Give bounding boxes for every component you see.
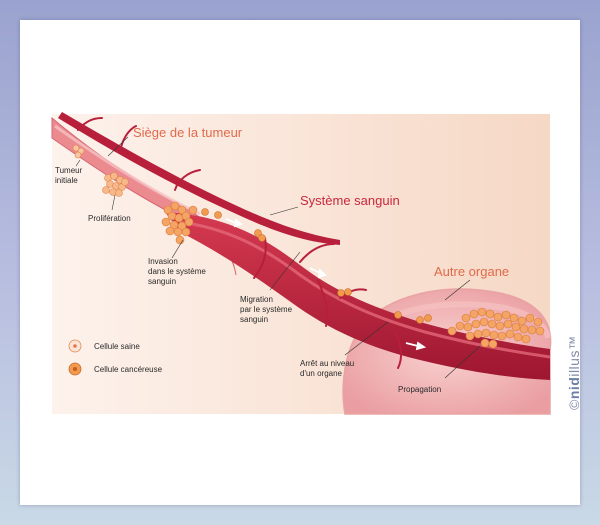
invasion-label-3: sanguin (148, 277, 176, 286)
invasion-label-1: Invasion (148, 257, 178, 266)
arrest-label-1: Arrêt au niveau (300, 359, 354, 368)
other-organ-title: Autre organe (434, 264, 509, 279)
arrest-label-2: d'un organe (300, 369, 343, 378)
initial-tumor-label-2: initiale (55, 176, 78, 185)
proliferation-label: Prolifération (88, 214, 131, 223)
invasion-label-2: dans le système (148, 267, 206, 276)
leader-lines (75, 136, 481, 379)
invasion-cluster (161, 201, 198, 245)
propagation-label: Propagation (398, 385, 441, 394)
circulating-cancer-cells (201, 208, 432, 324)
initial-tumor-label-1: Tumeur (55, 166, 83, 175)
propagation-cluster (447, 307, 545, 349)
flow-arrows (225, 218, 427, 351)
legend-healthy-label: Cellule saine (94, 342, 140, 351)
migration-label-2: par le système (240, 305, 293, 314)
proliferation-cluster (102, 172, 129, 197)
legend: Cellule saine Cellule cancéreuse (68, 339, 163, 376)
blood-system-title: Système sanguin (300, 193, 400, 208)
migration-label-1: Migration (240, 295, 273, 304)
legend-cancer-label: Cellule cancéreuse (94, 365, 163, 374)
legend-cancer-icon (68, 362, 82, 376)
migration-label-3: sanguin (240, 315, 268, 324)
tumor-site-title: Siège de la tumeur (133, 125, 243, 140)
nidillus-watermark: ©nidillus™ (566, 335, 582, 410)
legend-healthy-icon (68, 339, 82, 353)
initial-tumor-cells (72, 144, 85, 159)
